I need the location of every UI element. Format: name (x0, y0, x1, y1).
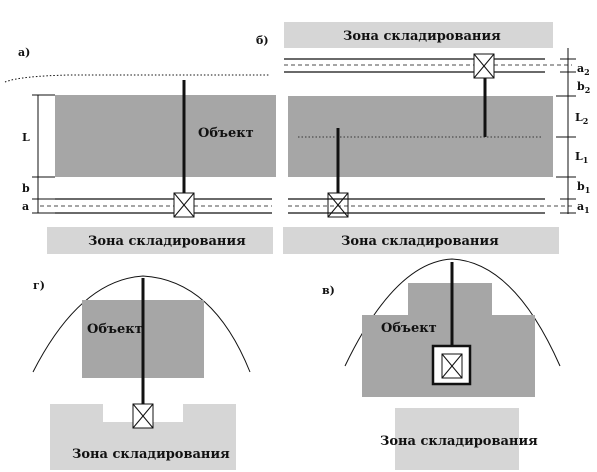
storage-zone-bottom (283, 227, 559, 254)
dim-L1-label: L1 (575, 150, 588, 165)
dim-b2-label: b2 (577, 80, 590, 95)
object-block (362, 283, 535, 397)
dim-a2-label: a2 (577, 62, 590, 77)
dim-b-label: b (22, 182, 30, 195)
object-label: Объект (198, 126, 254, 141)
storage-zone-bottom-label: Зона складирования (341, 234, 499, 249)
storage-zone (395, 408, 519, 470)
dim-b1-label: b1 (577, 180, 590, 195)
panel-v: в) Объект Зона складирования (322, 258, 561, 470)
panel-b-label: б) (256, 34, 269, 47)
panel-v-label: в) (322, 284, 335, 297)
panel-a: а) Объект L b a Зона складирования (4, 46, 276, 254)
dim-a-label: a (22, 200, 29, 213)
storage-zone-label: Зона складирования (88, 234, 246, 249)
crane-reach-arc (32, 275, 251, 373)
panel-g-label: г) (33, 279, 45, 292)
storage-zone (50, 404, 236, 470)
storage-zone (47, 227, 273, 254)
dim-a1-label: a1 (577, 200, 590, 215)
object-block (288, 96, 553, 177)
storage-zone-label: Зона складирования (72, 447, 230, 462)
object-label: Объект (87, 322, 143, 337)
object-label: Объект (381, 321, 437, 336)
panel-g: г) Объект Зона складирования (32, 275, 251, 470)
crane-reach-arc (344, 258, 561, 367)
storage-zone-label: Зона складирования (380, 434, 538, 449)
crane-reach-arc (4, 74, 270, 83)
object-block (55, 95, 276, 177)
panel-b: б) Зона складирования a2 b2 (256, 22, 590, 254)
dim-L-label: L (22, 131, 30, 144)
dim-L2-label: L2 (575, 111, 588, 126)
storage-zone-top (284, 22, 553, 48)
panel-a-label: а) (18, 46, 30, 59)
storage-zone-top-label: Зона складирования (343, 29, 501, 44)
